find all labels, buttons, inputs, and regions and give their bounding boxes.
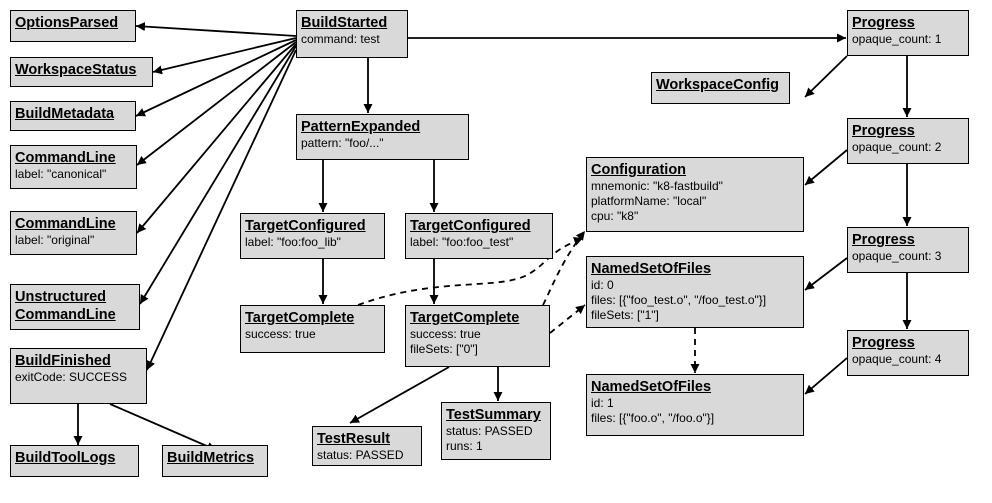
- node-field: label: "original": [15, 233, 95, 247]
- node-title: PatternExpanded: [301, 119, 421, 135]
- node-title: BuildMetadata: [15, 106, 115, 122]
- node-workspace-status: WorkspaceStatus: [10, 57, 153, 87]
- node-field: opaque_count: 3: [852, 249, 942, 263]
- node-title: TargetConfigured: [245, 218, 366, 234]
- node-field: id: 1: [591, 396, 614, 410]
- edge-build-started-to-commandline-original: [136, 43, 297, 234]
- node-field: fileSets: ["0"]: [410, 342, 478, 356]
- node-title: TargetComplete: [410, 310, 520, 326]
- node-title: NamedSetOfFiles: [591, 261, 712, 277]
- node-title: BuildStarted: [301, 15, 388, 31]
- node-options-parsed: OptionsParsed: [10, 10, 136, 42]
- node-title: Progress: [852, 232, 915, 248]
- node-title: TestResult: [317, 431, 391, 447]
- node-build-metadata: BuildMetadata: [10, 101, 136, 131]
- edge-build-started-to-unstructured-commandline: [139, 45, 297, 305]
- node-field: label: "foo:foo_lib": [245, 235, 341, 249]
- node-field: label: "canonical": [15, 167, 107, 181]
- node-field: platformName: "local": [591, 194, 707, 208]
- node-title: CommandLine: [15, 307, 116, 323]
- node-title: TargetComplete: [245, 310, 355, 326]
- node-title: Progress: [852, 15, 915, 31]
- node-title: BuildFinished: [15, 353, 111, 369]
- node-field: files: [{"foo_test.o", "/foo_test.o"}]: [591, 293, 767, 307]
- node-title: TargetConfigured: [410, 218, 531, 234]
- node-field: pattern: "foo/...": [301, 136, 384, 150]
- edge-build-started-to-build-finished: [146, 49, 297, 371]
- edge-build-started-to-commandline-canonical: [136, 41, 297, 166]
- node-title: Unstructured: [15, 289, 107, 305]
- edge-build-started-to-workspace-status: [152, 37, 297, 75]
- node-field: opaque_count: 1: [852, 32, 942, 46]
- node-field: success: true: [410, 327, 481, 341]
- node-field: label: "foo:foo_test": [410, 235, 514, 249]
- node-field: files: [{"foo.o", "/foo.o"}]: [591, 411, 715, 425]
- edge-target-complete-test-to-named-set-0: [549, 304, 586, 334]
- node-field: opaque_count: 4: [852, 352, 942, 366]
- node-field: cpu: "k8": [591, 209, 639, 223]
- edge-progress-3-to-named-set-0: [804, 257, 848, 291]
- node-title: Configuration: [591, 162, 687, 178]
- edge-build-finished-to-build-metrics: [109, 403, 217, 451]
- node-field: status: PASSED: [446, 424, 533, 438]
- node-field: exitCode: SUCCESS: [15, 370, 128, 384]
- node-title: OptionsParsed: [15, 15, 119, 31]
- edge-progress-1-to-workspace-config: [804, 55, 848, 98]
- node-field: command: test: [301, 32, 380, 46]
- edge-build-started-to-build-metadata: [135, 39, 297, 117]
- node-field: status: PASSED: [317, 448, 404, 462]
- node-workspace-config: WorkspaceConfig: [651, 72, 790, 104]
- node-field: id: 0: [591, 278, 614, 292]
- node-title: WorkspaceStatus: [15, 62, 137, 78]
- node-title: BuildToolLogs: [15, 450, 116, 466]
- node-field: runs: 1: [446, 439, 483, 453]
- edge-target-complete-test-to-test-result: [349, 366, 450, 424]
- node-title: CommandLine: [15, 150, 116, 166]
- node-field: opaque_count: 2: [852, 140, 942, 154]
- edge-target-complete-lib-to-configuration: [357, 237, 584, 306]
- node-title: CommandLine: [15, 216, 116, 232]
- node-title: BuildMetrics: [167, 450, 255, 466]
- edge-progress-2-to-configuration: [804, 149, 848, 186]
- edge-build-started-to-options-parsed: [135, 22, 297, 37]
- node-title: TestSummary: [446, 407, 541, 423]
- node-field: fileSets: ["1"]: [591, 308, 659, 322]
- node-title: Progress: [852, 335, 915, 351]
- node-field: success: true: [245, 327, 316, 341]
- node-title: Progress: [852, 123, 915, 139]
- node-title: NamedSetOfFiles: [591, 379, 712, 395]
- node-build-metrics: BuildMetrics: [162, 445, 268, 477]
- edge-target-complete-test-to-configuration: [542, 230, 586, 306]
- node-build-tool-logs: BuildToolLogs: [10, 445, 139, 477]
- edge-progress-4-to-named-set-1: [804, 357, 848, 395]
- node-title: WorkspaceConfig: [656, 77, 780, 93]
- node-field: mnemonic: "k8-fastbuild": [591, 179, 723, 193]
